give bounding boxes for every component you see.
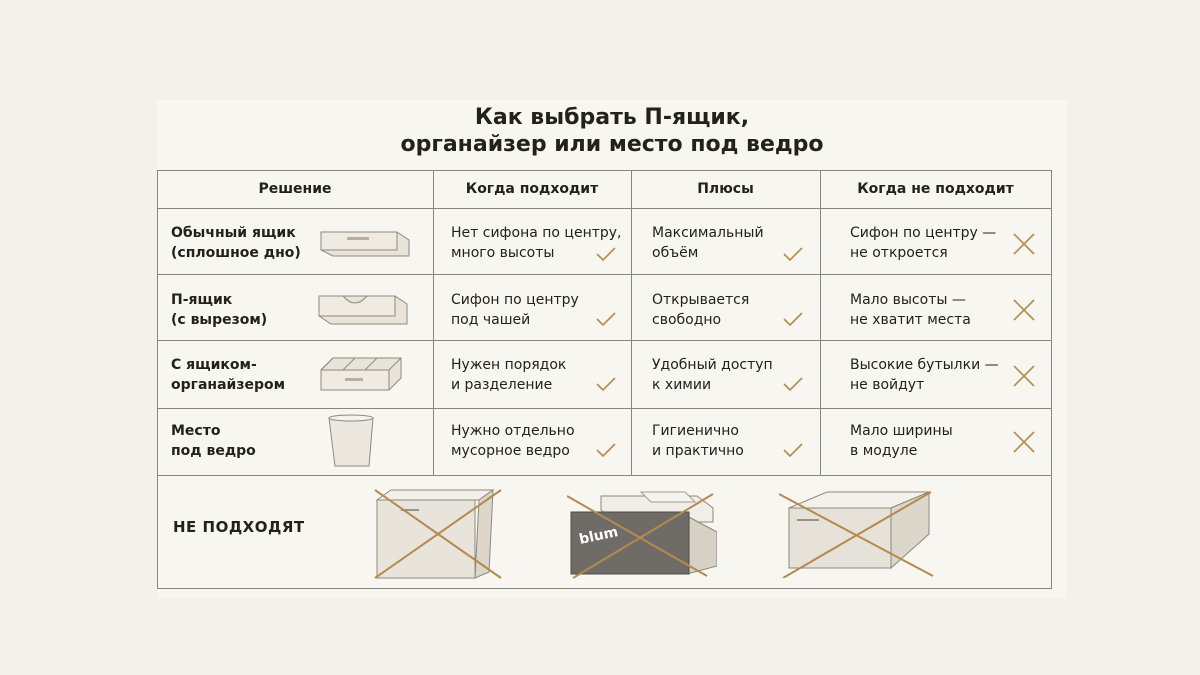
grid-line xyxy=(157,274,1051,275)
title-line-2: органайзер или место под ведро xyxy=(400,132,824,157)
check-icon xyxy=(596,312,616,327)
trash-bin-icon xyxy=(328,414,374,467)
row-label-regular-drawer: Обычный ящик(сплошное дно) xyxy=(171,225,301,261)
cross-icon xyxy=(1013,365,1035,387)
organizer-drawer-icon xyxy=(320,357,402,391)
page-title: Как выбрать П-ящик, органайзер или место… xyxy=(157,100,1067,170)
grid-line xyxy=(157,170,158,589)
header-when-fits: Когда подходит xyxy=(465,181,599,197)
check-icon xyxy=(596,247,616,262)
regular-drawer-icon xyxy=(320,231,410,257)
row-1-fits: Нет сифона по центру,много высоты xyxy=(451,225,622,261)
cross-icon xyxy=(1013,233,1035,255)
title-line-1: Как выбрать П-ящик, xyxy=(474,105,750,130)
row-label-u-drawer: П-ящик(с вырезом) xyxy=(171,292,268,328)
check-icon xyxy=(783,312,803,327)
header-pros: Плюсы xyxy=(697,181,754,197)
crossed-tray-drawer-illustration xyxy=(779,491,934,578)
row-3-cons: Высокие бутылки —не войдут xyxy=(850,357,999,393)
check-icon xyxy=(596,443,616,458)
check-icon xyxy=(783,247,803,262)
grid-line xyxy=(820,170,821,475)
grid-line xyxy=(157,340,1051,341)
check-icon xyxy=(596,377,616,392)
row-label-organizer: С ящиком-органайзером xyxy=(171,357,286,393)
grid-line xyxy=(157,208,1051,209)
comparison-card: Как выбрать П-ящик, органайзер или место… xyxy=(157,100,1067,598)
crossed-cabinet-illustration xyxy=(374,488,502,579)
row-2-cons: Мало высоты —не хватит места xyxy=(850,292,971,328)
grid-line xyxy=(631,170,632,475)
grid-line xyxy=(1051,170,1052,589)
cross-icon xyxy=(1013,431,1035,453)
header-solution: Решение xyxy=(258,181,332,197)
grid-line xyxy=(157,170,1051,171)
check-icon xyxy=(783,443,803,458)
row-1-cons: Сифон по центру —не откроется xyxy=(850,225,997,261)
header-when-not-fits: Когда не подходит xyxy=(857,181,1014,197)
grid-line xyxy=(157,588,1051,589)
cross-icon xyxy=(1013,299,1035,321)
crossed-brand-drawer-illustration xyxy=(567,491,717,579)
grid-line xyxy=(157,475,1051,476)
not-suitable-label: НЕ ПОДХОДЯТ xyxy=(173,518,305,536)
grid-line xyxy=(157,408,1051,409)
u-drawer-icon xyxy=(318,295,408,325)
grid-line xyxy=(433,170,434,475)
check-icon xyxy=(783,377,803,392)
